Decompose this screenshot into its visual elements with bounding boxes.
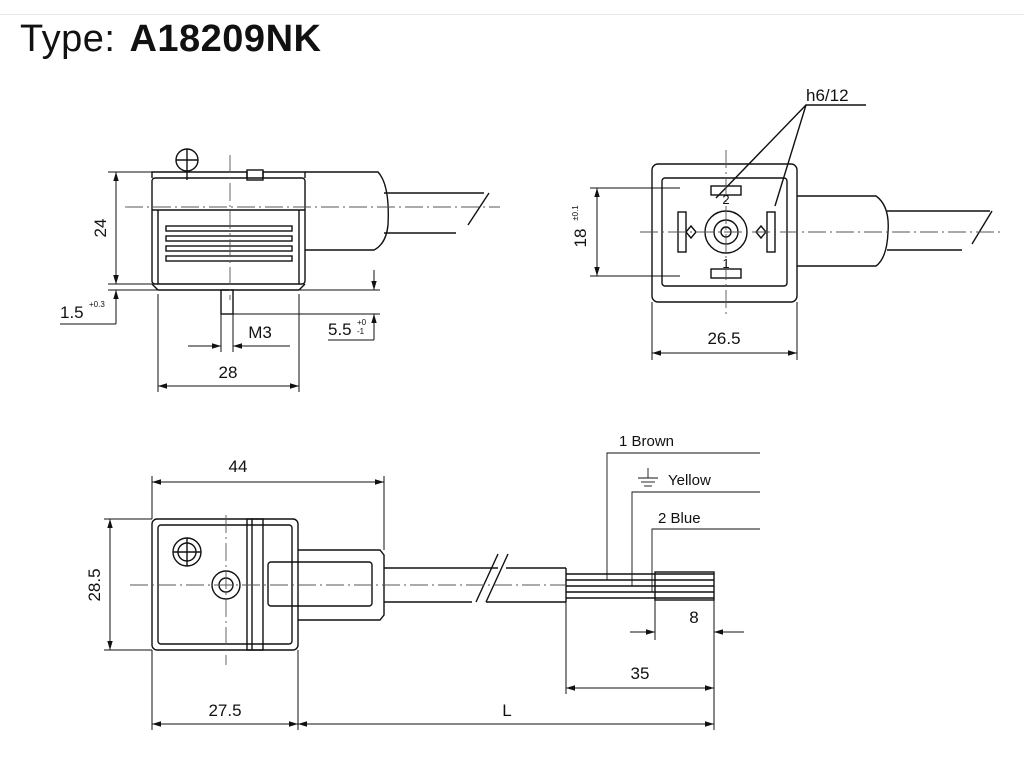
pitch-label: h6/12 bbox=[806, 86, 849, 105]
dim-height-28-5: 28.5 bbox=[85, 568, 104, 601]
front-view-dimensions bbox=[590, 187, 798, 360]
side-view bbox=[151, 148, 490, 315]
model-number: A18209NK bbox=[129, 18, 322, 60]
side-view-dimensions bbox=[60, 171, 380, 392]
top-view-centerlines bbox=[130, 515, 566, 665]
top-divider bbox=[0, 14, 1024, 15]
dim-width-28: 28 bbox=[219, 363, 238, 382]
top-view bbox=[151, 518, 715, 651]
side-view-centerlines bbox=[125, 155, 500, 300]
front-view-centerlines bbox=[640, 150, 1000, 318]
front-view bbox=[651, 104, 993, 303]
dim-thread-m3: M3 bbox=[248, 323, 272, 342]
dim-depth-5-5-tol-bottom: -1 bbox=[357, 327, 365, 336]
dim-total-44: 44 bbox=[229, 457, 248, 476]
wire-1-brown-label: 1 Brown bbox=[619, 433, 674, 450]
dim-height-18: 18 bbox=[571, 229, 590, 248]
dim-depth-5-5: 5.5 bbox=[328, 320, 352, 339]
dim-offset-1-5-tol: +0.3 bbox=[89, 300, 105, 309]
dim-height-18-tol: ±0.1 bbox=[571, 205, 580, 221]
wire-leaders bbox=[606, 452, 760, 592]
dim-depth-5-5-tol-top: +0 bbox=[357, 318, 367, 327]
dim-body-27-5: 27.5 bbox=[208, 701, 241, 720]
page-title: Type: A18209NK bbox=[20, 18, 321, 61]
dim-strip-35: 35 bbox=[631, 664, 650, 683]
type-label: Type: bbox=[20, 18, 116, 60]
pin-2-label: 2 bbox=[722, 192, 729, 207]
wire-2-blue-label: 2 Blue bbox=[658, 510, 701, 527]
wire-yellow-label: Yellow bbox=[668, 472, 711, 489]
dim-offset-1-5: 1.5 bbox=[60, 303, 84, 322]
top-view-dimensions bbox=[104, 476, 744, 730]
dim-wire-end-8: 8 bbox=[689, 608, 698, 627]
dim-cable-length-l: L bbox=[502, 701, 511, 720]
pin-1-label: 1 bbox=[722, 256, 729, 271]
dim-height-24: 24 bbox=[91, 219, 110, 238]
dim-width-26-5: 26.5 bbox=[707, 329, 740, 348]
